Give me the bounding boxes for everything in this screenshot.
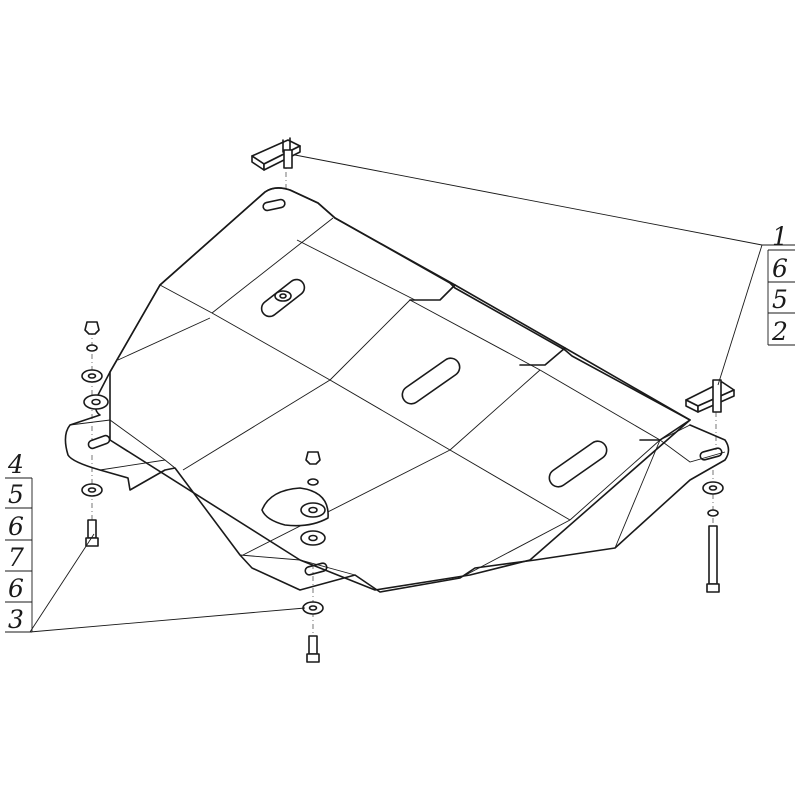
leader-lines: [29, 154, 795, 633]
fastener-stack-center: [302, 451, 324, 663]
callout-right-2: 6: [772, 254, 788, 283]
skid-plate: [64, 187, 730, 593]
callout-table-right: 1 6 5 2: [767, 222, 795, 346]
fastener-stack-left: [81, 321, 103, 547]
callout-left-4: 7: [8, 543, 24, 572]
callout-left-3: 6: [8, 512, 24, 541]
callout-left-1: 4: [7, 450, 24, 479]
callout-left-6: 3: [8, 605, 24, 634]
callout-table-left: 4 5 6 7 6 3: [5, 450, 33, 634]
callout-right-3: 5: [772, 285, 788, 314]
callout-right-4: 2: [771, 317, 788, 346]
callout-right-1: 1: [772, 222, 788, 251]
fastener-stack-right: [702, 481, 724, 593]
clip-bracket-top: [251, 137, 301, 171]
callout-left-2: 5: [8, 480, 24, 509]
callout-left-5: 6: [8, 574, 24, 603]
clip-bracket-right: [685, 379, 735, 413]
